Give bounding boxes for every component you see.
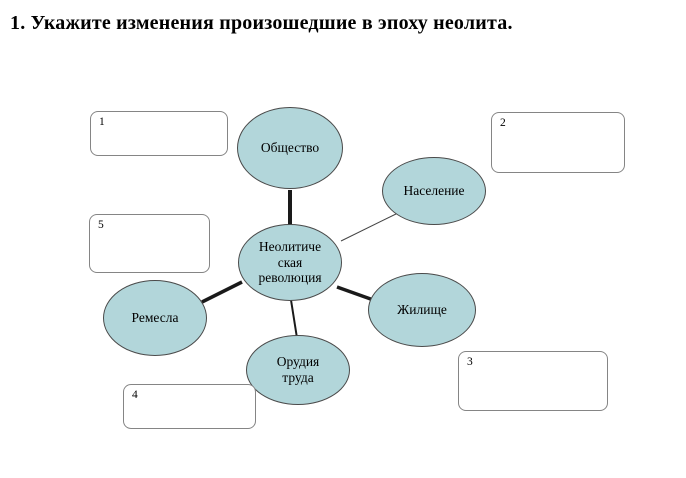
answer-box-1[interactable]: 1 — [90, 111, 228, 156]
node-dwelling: Жилище — [368, 273, 476, 347]
node-tools: Орудия труда — [246, 335, 350, 405]
answer-box-2[interactable]: 2 — [491, 112, 625, 173]
node-society: Общество — [237, 107, 343, 189]
line-center-tools — [290, 299, 298, 339]
answer-box-4-number: 4 — [132, 389, 138, 401]
answer-box-4[interactable]: 4 — [123, 384, 256, 429]
answer-box-3[interactable]: 3 — [458, 351, 608, 411]
answer-box-3-number: 3 — [467, 356, 473, 368]
node-population-label: Население — [403, 183, 465, 199]
node-neolithic-revolution: Неолитиче ская революция — [238, 224, 342, 301]
answer-box-1-number: 1 — [99, 116, 105, 128]
node-tools-label: Орудия труда — [276, 354, 320, 385]
answer-box-5[interactable]: 5 — [89, 214, 210, 273]
node-crafts-label: Ремесла — [131, 310, 179, 326]
node-crafts: Ремесла — [103, 280, 207, 356]
node-society-label: Общество — [260, 140, 320, 156]
answer-box-2-number: 2 — [500, 117, 506, 129]
line-center-crafts — [201, 280, 243, 304]
question-title: 1. Укажите изменения произошедшие в эпох… — [10, 12, 513, 34]
node-population: Население — [382, 157, 486, 225]
line-center-population — [340, 212, 399, 242]
node-dwelling-label: Жилище — [397, 302, 447, 318]
node-neolithic-revolution-label: Неолитиче ская революция — [258, 238, 322, 286]
answer-box-5-number: 5 — [98, 219, 104, 231]
